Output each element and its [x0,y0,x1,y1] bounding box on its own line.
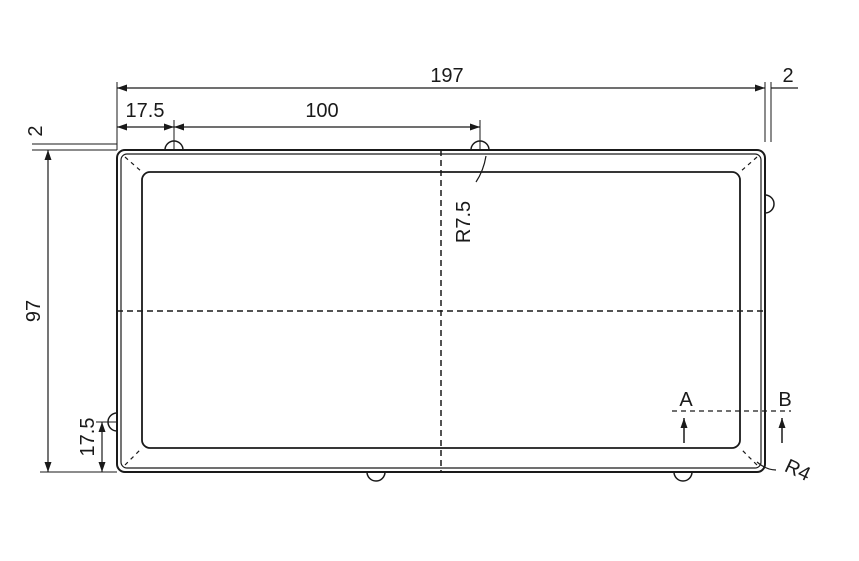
dim-hole-radius: R7.5 [453,201,475,243]
leader-hole-radius [475,155,487,183]
dim-overall-width: 197 [430,65,463,87]
dim-hole-spacing: 100 [305,100,338,122]
corner-hidden-lines [124,156,758,466]
section-label-b: B [778,389,791,411]
dim-overall-height: 97 [23,300,45,322]
notch-bottom-left [366,471,386,482]
dim-hole-offset-y: 17.5 [77,418,99,457]
leader-corner-radius [756,461,777,471]
section-label-a: A [679,389,693,411]
notch-right [764,194,775,214]
dim-hole-offset-x: 17.5 [126,100,165,122]
dim-right-offset: 2 [782,65,793,87]
dim-top-offset: 2 [25,125,47,136]
notch-bottom-right [673,471,693,482]
dim-corner-radius: R4 [781,455,813,486]
